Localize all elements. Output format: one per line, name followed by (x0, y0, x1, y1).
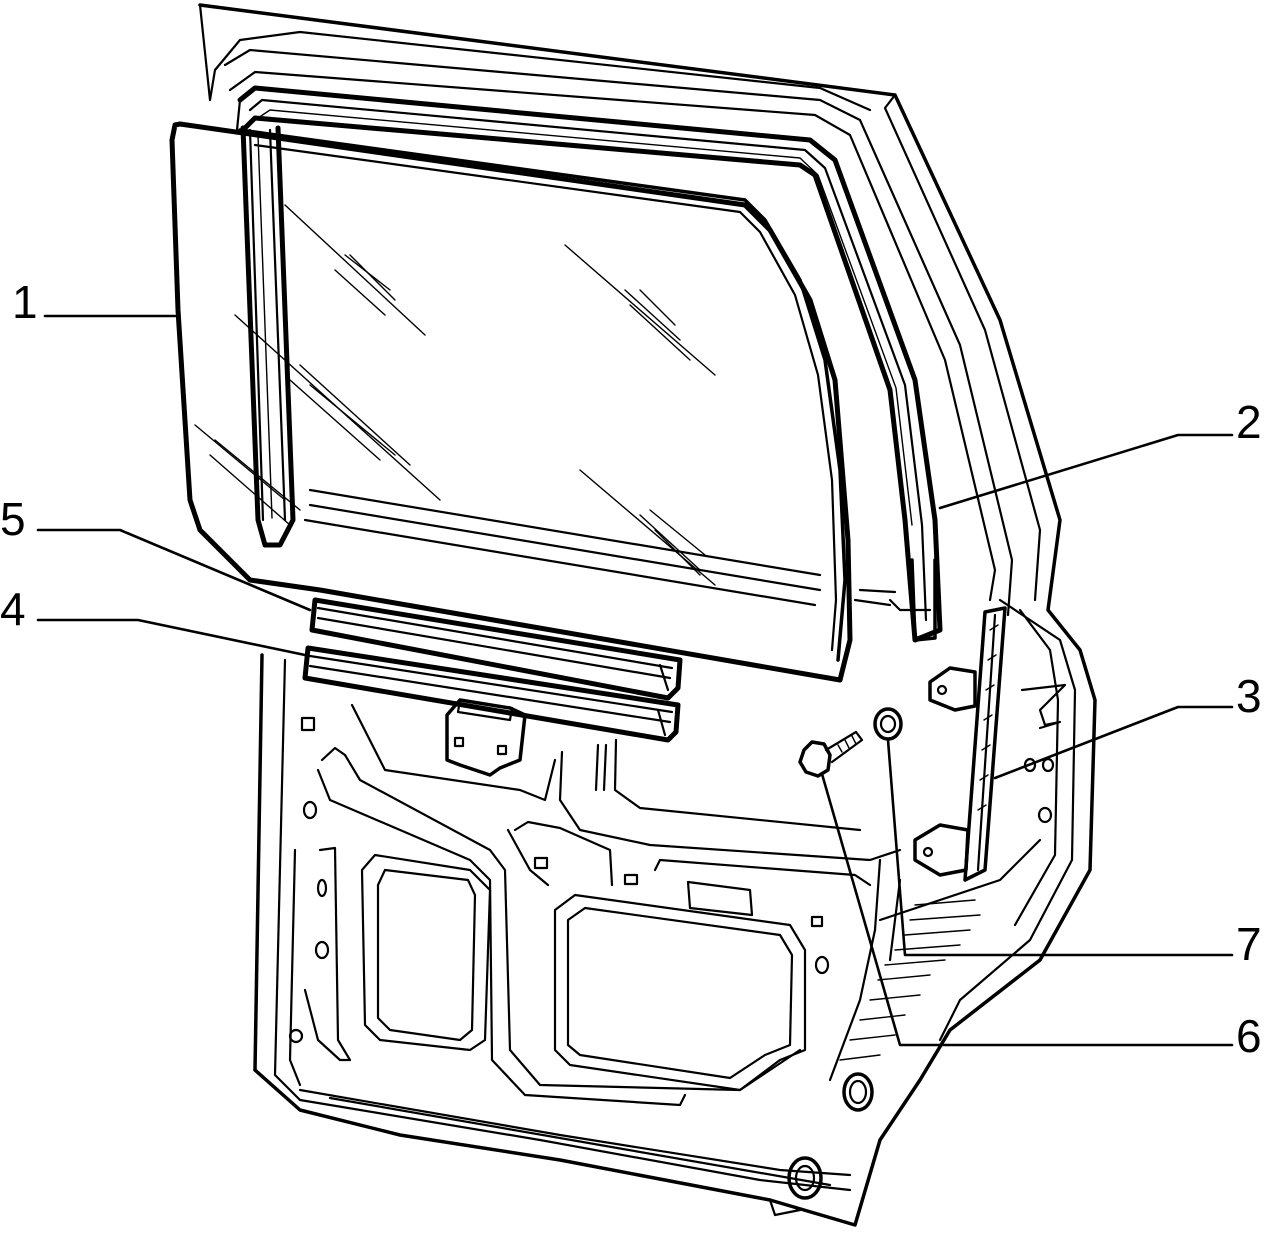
callout-labels: 1 2 3 4 5 6 7 (0, 276, 1262, 1062)
callout-2: 2 (1236, 396, 1262, 448)
leader-2 (938, 433, 1234, 510)
outer-belt-strip (309, 597, 683, 701)
washer-nut (873, 707, 903, 741)
callout-1: 1 (12, 276, 38, 328)
callout-6: 6 (1236, 1010, 1262, 1062)
bolt (798, 730, 864, 778)
glass-run-channel (240, 125, 296, 548)
inner-belt-strip (302, 645, 681, 743)
callout-4: 4 (0, 583, 26, 635)
window-glass (169, 121, 853, 683)
inner-panel (288, 683, 1067, 1200)
leader-4 (36, 618, 307, 657)
leader-5 (36, 528, 312, 612)
callout-7: 7 (1236, 918, 1262, 970)
callout-5: 5 (0, 493, 26, 545)
leader-6 (820, 772, 1234, 1047)
rear-channel-seal (910, 558, 937, 642)
door-frame (198, 3, 1097, 1227)
rear-guide-rail (913, 606, 1007, 882)
leader-7 (886, 738, 1234, 957)
callout-3: 3 (1236, 670, 1262, 722)
leader-3 (993, 705, 1234, 780)
leader-lines (36, 314, 1234, 1047)
